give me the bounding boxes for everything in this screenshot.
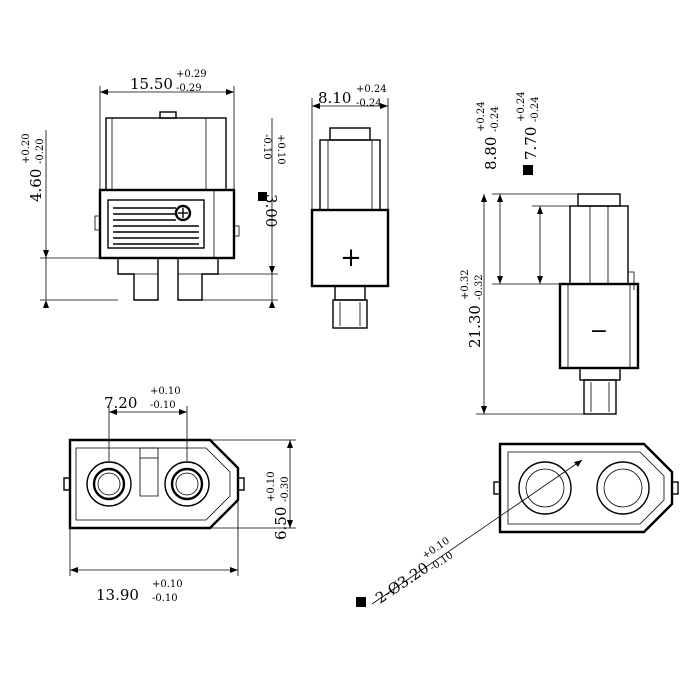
dim-width-bottom: 13.90 +0.10 -0.10	[69, 500, 239, 604]
dim-height-top-minus: -0.20	[35, 138, 46, 164]
right-pin	[583, 379, 617, 415]
front-pin-left	[117, 258, 159, 301]
dim-height-pin-value: 3.00	[262, 194, 280, 227]
right-upper-housing	[569, 205, 629, 285]
side-top-cap	[329, 127, 371, 141]
dim-depth-minus: -0.30	[280, 476, 291, 502]
dim-height-pin-marker	[258, 192, 267, 201]
side-pin	[332, 299, 368, 329]
right-side-view: −	[558, 193, 640, 415]
dim-hole-value: 2-Ø3.20	[372, 559, 432, 608]
dim-height-total-minus: -0.32	[474, 274, 485, 300]
dim-width-top: 15.50 +0.29 -0.29	[99, 69, 235, 190]
dim-height-pin-plus: +0.10	[275, 134, 286, 165]
positive-symbol-icon: +	[340, 243, 362, 273]
front-top-tab	[159, 111, 177, 119]
dim-width-bottom-value: 13.90	[96, 586, 139, 604]
side-upper-housing	[319, 139, 381, 211]
dim-height-b-marker	[523, 165, 533, 175]
dim-height-b-minus: -0.24	[530, 96, 541, 122]
dim-height-b-value: 7.70	[522, 127, 540, 160]
dim-pitch: 7.20 +0.10 -0.10	[104, 386, 188, 462]
dim-width-top-minus: -0.29	[176, 83, 202, 94]
dim-pitch-plus: +0.10	[150, 386, 181, 397]
dim-height-pin-minus: -0.10	[261, 134, 272, 160]
dim-height-a-plus: +0.24	[476, 101, 487, 132]
dim-height-pin: 3.00 +0.10 -0.10	[202, 118, 286, 308]
dim-height-total-value: 21.30	[466, 305, 484, 348]
dim-height-total: 21.30 +0.32 -0.32	[460, 194, 487, 414]
dim-width-bottom-minus: -0.10	[152, 593, 178, 604]
right-pin-collar	[579, 367, 621, 381]
dim-height-top: 4.60 +0.20 -0.20	[21, 130, 118, 308]
dim-height-a-minus: -0.24	[490, 106, 501, 132]
dim-width-bottom-plus: +0.10	[152, 579, 183, 590]
bottom-2-outline	[498, 442, 674, 534]
dim-depth-value: 6.50	[272, 507, 290, 540]
dim-hole: 2-Ø3.20 +0.10 -0.10	[356, 459, 583, 608]
dim-hole-marker	[356, 597, 366, 607]
dim-height-total-plus: +0.32	[460, 269, 471, 300]
dim-height-b-plus: +0.24	[516, 91, 527, 122]
dim-height-a: 8.80 +0.24 -0.24	[476, 101, 503, 284]
front-grille	[107, 199, 205, 249]
negative-symbol-icon: −	[590, 319, 608, 344]
front-view	[94, 111, 240, 301]
dim-width-side: 8.10 +0.24 -0.24	[311, 84, 389, 210]
dim-pitch-value: 7.20	[104, 394, 137, 412]
bottom-2-hole-right	[596, 461, 650, 515]
dim-width-side-value: 8.10	[318, 89, 351, 107]
front-upper-housing	[105, 117, 227, 191]
dim-pitch-minus: -0.10	[150, 400, 176, 411]
bottom-socket-left	[86, 461, 132, 507]
dim-height-top-plus: +0.20	[21, 133, 32, 164]
dim-depth: 6.50 +0.10 -0.30	[210, 439, 296, 540]
dim-width-top-value: 15.50	[130, 75, 173, 93]
bottom-socket-right	[164, 461, 210, 507]
front-pin-right	[177, 258, 219, 301]
bottom-view	[63, 438, 245, 530]
right-view-extensions	[476, 193, 584, 415]
dim-depth-plus: +0.10	[266, 471, 277, 502]
dim-width-side-plus: +0.24	[356, 84, 387, 95]
polarity-mark-icon	[174, 204, 192, 222]
side-pin-collar	[334, 285, 366, 301]
bottom-view-2	[493, 442, 679, 534]
dim-height-b: 7.70 +0.24 -0.24	[516, 91, 543, 284]
side-view: +	[310, 127, 390, 329]
dim-height-top-value: 4.60	[27, 169, 45, 202]
right-top-cap	[577, 193, 621, 207]
dim-width-side-minus: -0.24	[356, 98, 382, 109]
grille-bars	[113, 207, 199, 245]
dim-height-a-value: 8.80	[482, 137, 500, 170]
dim-width-top-plus: +0.29	[176, 69, 207, 80]
bottom-2-hole-left	[518, 461, 572, 515]
